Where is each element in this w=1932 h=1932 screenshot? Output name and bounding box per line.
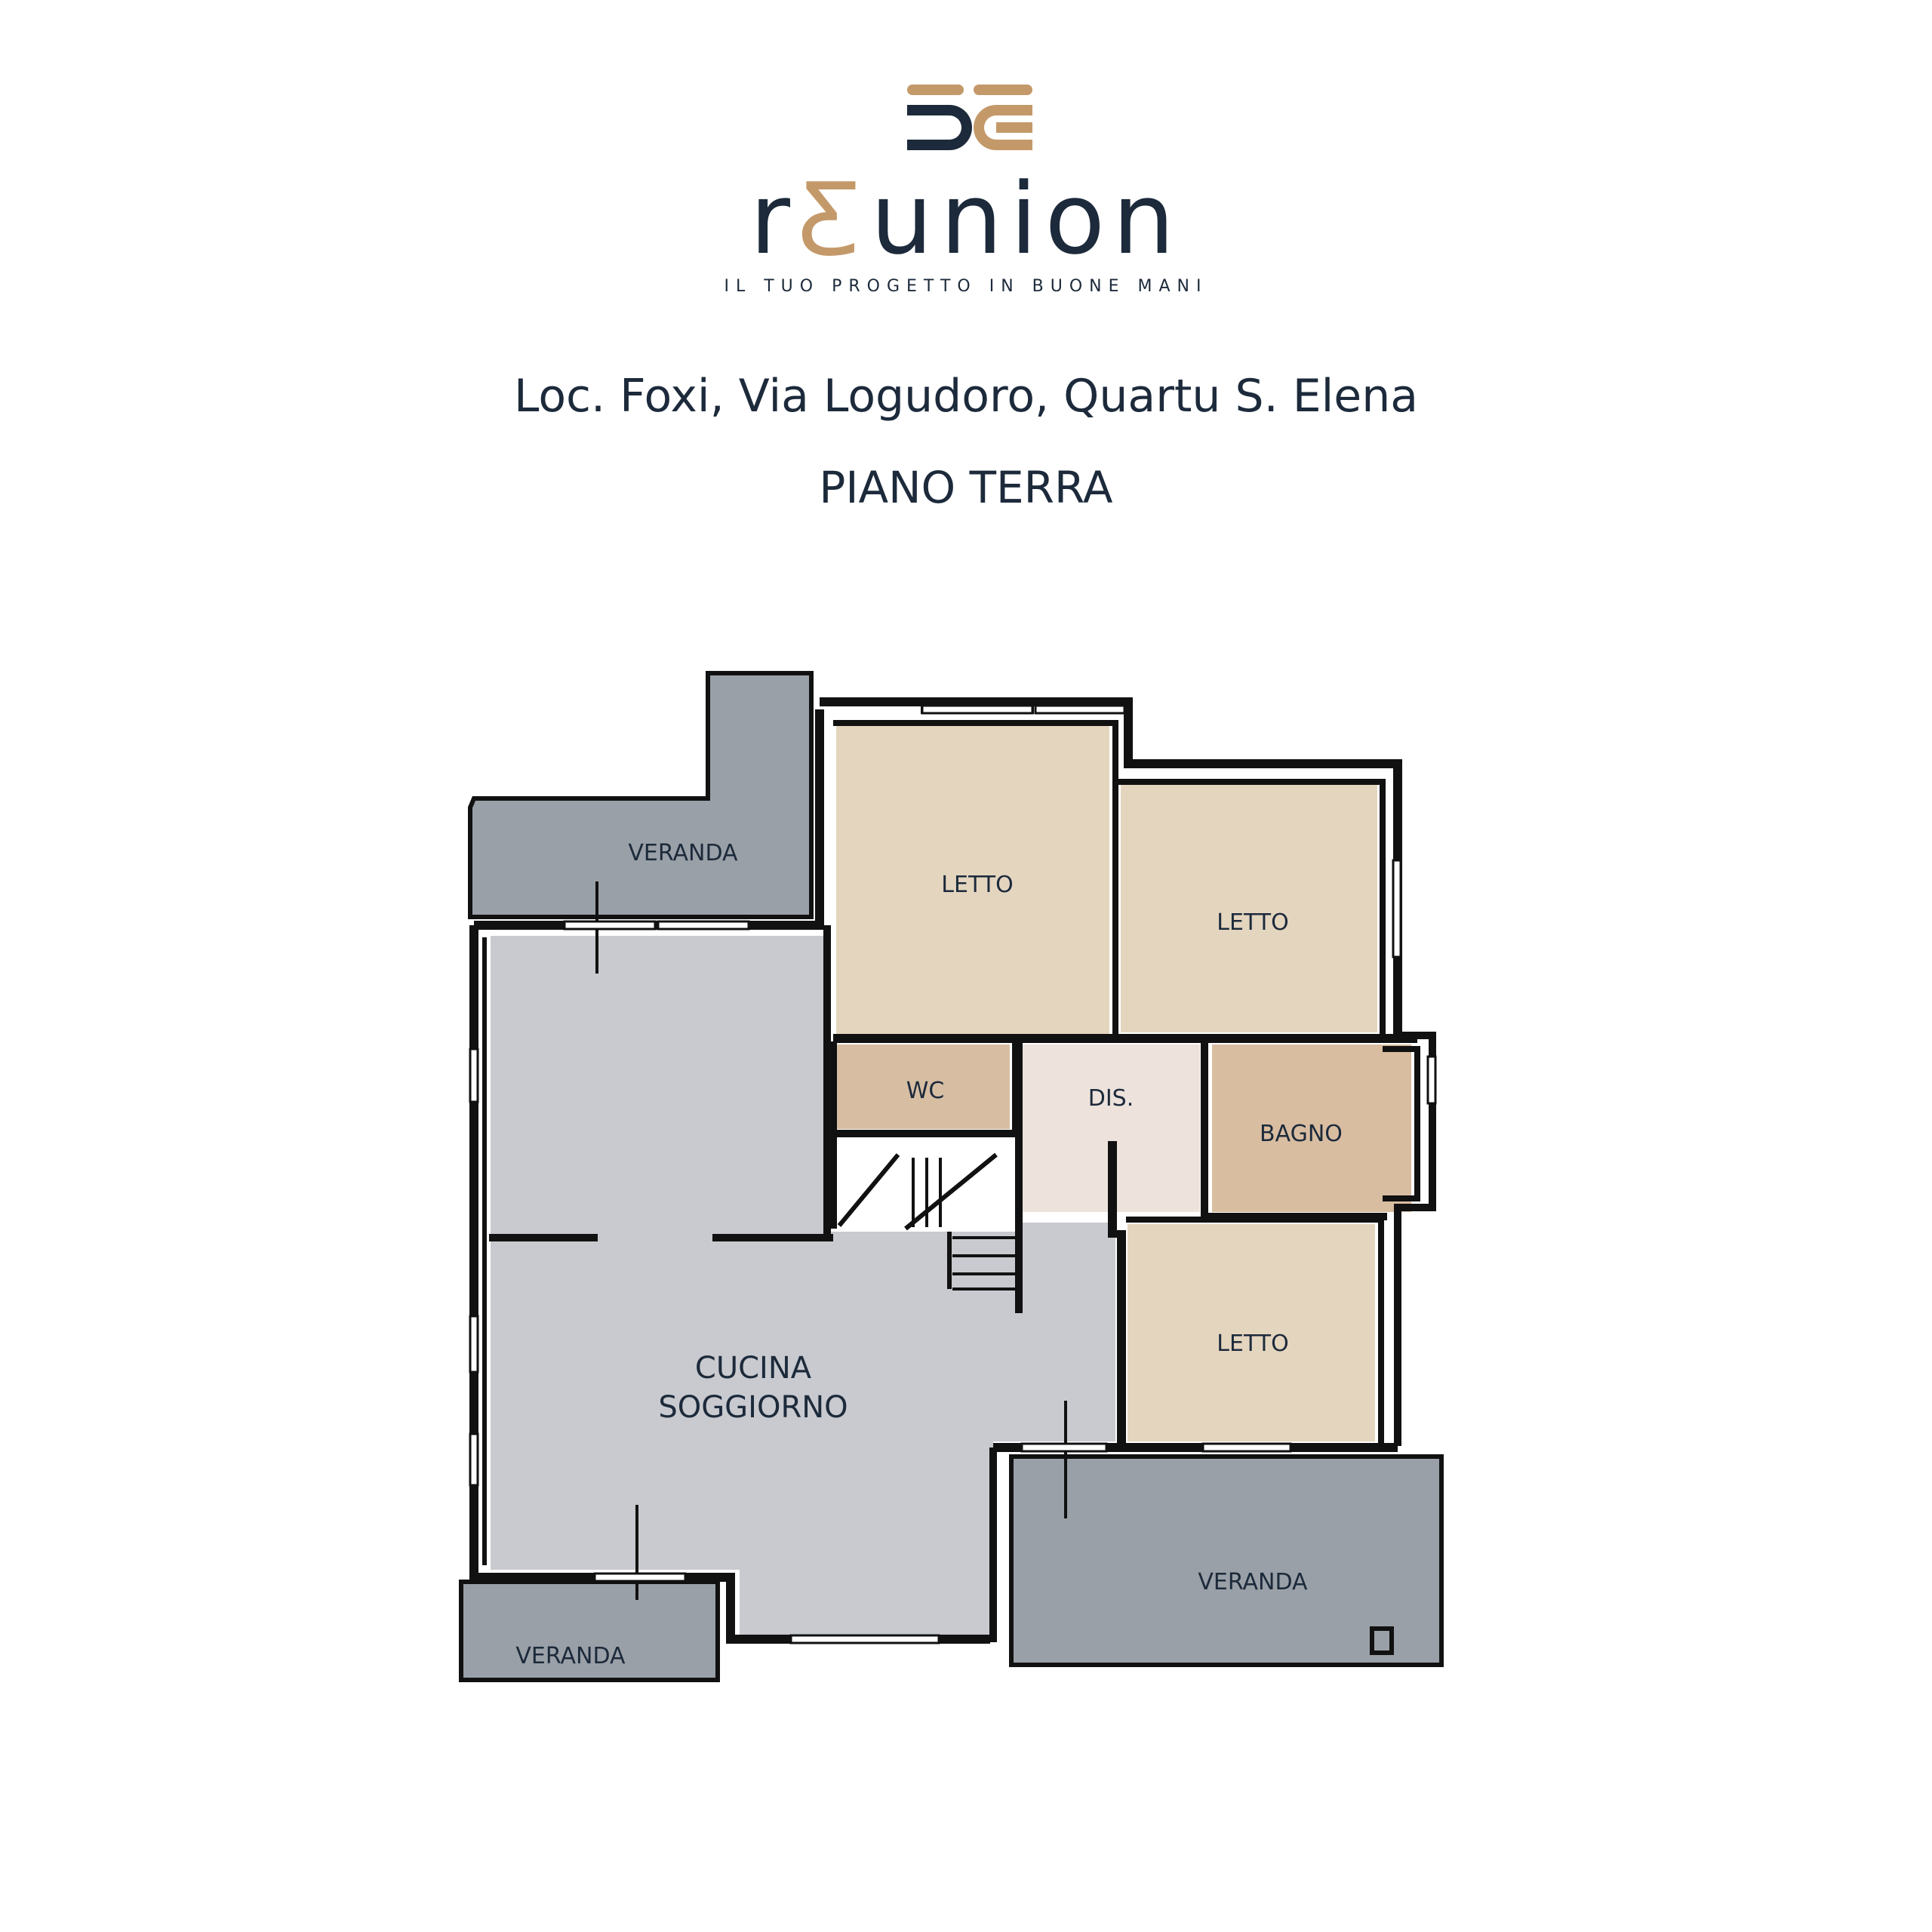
windows xyxy=(469,704,1437,1644)
veranda-right-area xyxy=(1009,1454,1444,1667)
header: rƸunion IL TUO PROGETTO IN BUONE MANI Lo… xyxy=(0,0,1932,543)
room-label-soggiorno: SOGGIORNO xyxy=(658,1390,848,1425)
room-label-letto-1: LETTO xyxy=(941,872,1013,898)
room-label-wc: WC xyxy=(906,1078,945,1104)
veranda-pillar xyxy=(1370,1626,1394,1655)
room-label-veranda-right: VERANDA xyxy=(1198,1569,1308,1595)
letto-2-area xyxy=(1121,782,1377,1032)
brand-name-start: r xyxy=(749,162,798,276)
room-label-cucina: CUCINA xyxy=(695,1351,812,1386)
letto-1-area xyxy=(836,724,1109,1035)
brand-tagline: IL TUO PROGETTO IN BUONE MANI xyxy=(724,277,1208,296)
bagno-area xyxy=(1212,1044,1411,1212)
brand-name-accent: Ƹ xyxy=(798,162,871,276)
room-label-letto-2: LETTO xyxy=(1217,909,1288,936)
wc-area xyxy=(836,1044,1010,1129)
room-label-bagno: BAGNO xyxy=(1260,1121,1343,1147)
cucina-soggiorno-area xyxy=(491,936,1115,1641)
property-address: Loc. Foxi, Via Logudoro, Quartu S. Elena xyxy=(513,370,1419,423)
reunion-logo-mark xyxy=(907,85,1032,150)
brand-name-end: union xyxy=(870,162,1183,276)
veranda-bottom-area xyxy=(459,1580,720,1682)
room-label-dis: DIS. xyxy=(1088,1085,1134,1112)
room-label-veranda-bottom: VERANDA xyxy=(515,1643,626,1669)
letto-3-area xyxy=(1128,1224,1375,1441)
room-label-letto-3: LETTO xyxy=(1217,1331,1288,1357)
room-label-veranda-top: VERANDA xyxy=(628,840,738,866)
veranda-top-area xyxy=(468,671,814,919)
floor-title: PIANO TERRA xyxy=(819,462,1113,513)
brand-name: rƸunion xyxy=(0,162,1932,275)
